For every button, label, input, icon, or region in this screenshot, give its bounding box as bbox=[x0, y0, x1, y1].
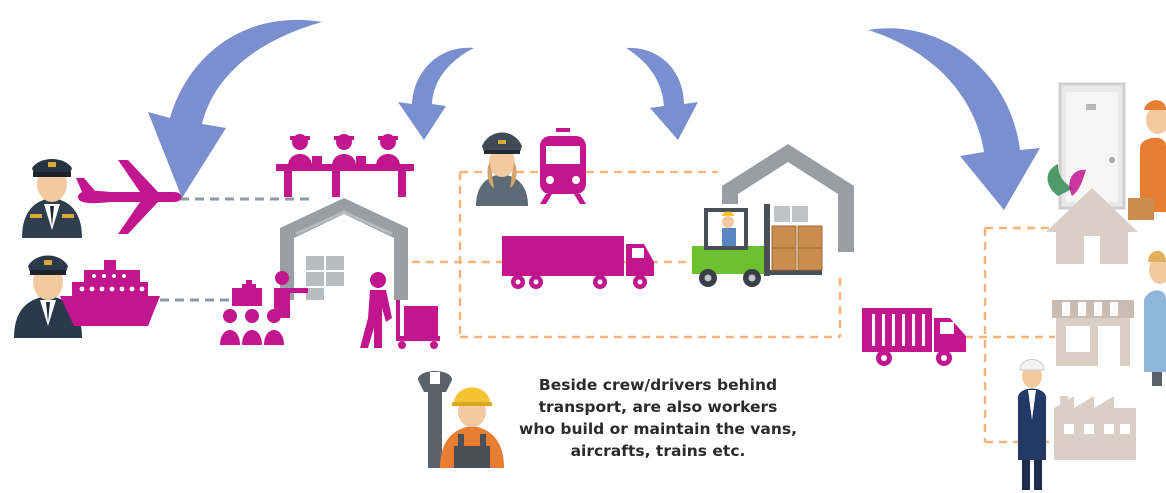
warehouse-outline-icon bbox=[722, 144, 854, 252]
caption-line: aircrafts, trains etc. bbox=[570, 442, 746, 460]
plant-icon bbox=[1047, 164, 1086, 196]
shop-icon bbox=[1052, 300, 1134, 366]
caption-line: Beside crew/drivers behind bbox=[538, 376, 778, 394]
mechanic-icon bbox=[418, 371, 504, 468]
worker-with-cart-icon bbox=[360, 272, 440, 349]
delivery-van-icon bbox=[862, 308, 966, 366]
train-icon bbox=[540, 128, 586, 204]
factory-workers-icon bbox=[276, 134, 414, 197]
engineer-icon bbox=[1018, 359, 1046, 490]
workers-group-icon bbox=[220, 271, 308, 345]
shopkeeper-icon bbox=[1144, 250, 1166, 386]
house-icon bbox=[1046, 188, 1138, 264]
truck-icon bbox=[502, 236, 654, 289]
curved-arrow-icon bbox=[626, 47, 698, 141]
caption-line: transport, are also workers bbox=[538, 398, 778, 416]
curved-arrow-icon bbox=[148, 19, 322, 199]
pilot-icon bbox=[22, 159, 82, 238]
caption-text: Beside crew/drivers behind transport, ar… bbox=[508, 374, 808, 462]
curved-arrow-icon bbox=[868, 28, 1040, 210]
caption-line: who build or maintain the vans, bbox=[519, 420, 797, 438]
train-conductor-icon bbox=[476, 132, 528, 206]
cruise-ship-icon bbox=[60, 260, 160, 326]
forklift-icon bbox=[692, 204, 823, 287]
delivery-person-icon bbox=[1128, 100, 1166, 220]
dashed-connector bbox=[160, 197, 315, 302]
factory-icon bbox=[1054, 396, 1136, 460]
warehouse-icon bbox=[280, 198, 408, 300]
airplane-icon bbox=[76, 160, 182, 234]
curved-arrow-icon bbox=[398, 47, 474, 141]
